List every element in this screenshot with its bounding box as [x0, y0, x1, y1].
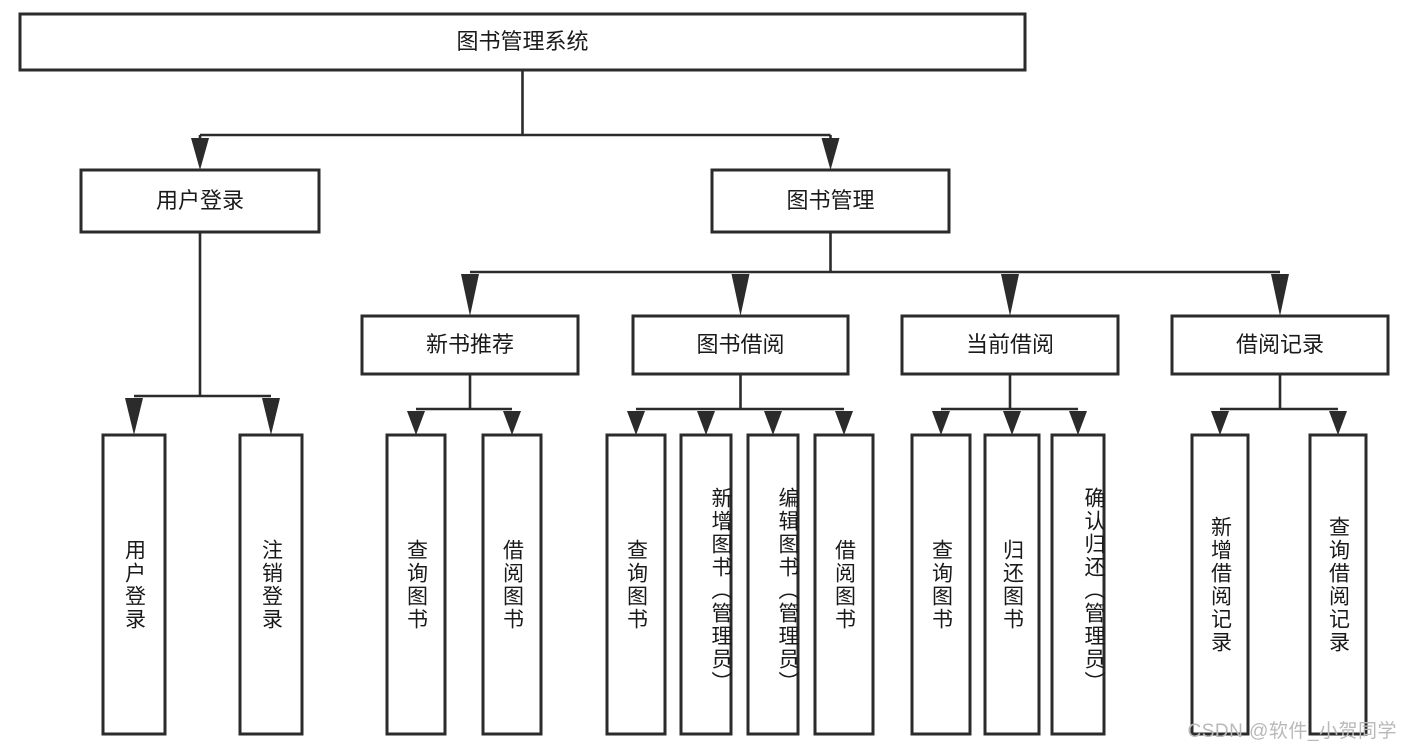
arrow-bm-to-current-borrow-icon — [1001, 274, 1019, 316]
arrow-bb-to-leaf-query-book-icon — [627, 411, 645, 435]
leaf-query-book-2-box[interactable] — [605, 433, 667, 736]
node-current-borrow-label: 当前借阅 — [966, 332, 1054, 357]
arrow-ul-to-leaf-logout-icon — [262, 398, 280, 435]
leaf-borrow-book-2-box[interactable] — [813, 433, 875, 736]
node-borrow-record-label: 借阅记录 — [1236, 332, 1324, 357]
leaf-add-book-box[interactable] — [679, 433, 733, 736]
leaf-confirm-return-box[interactable] — [1050, 433, 1106, 736]
leaf-query-book-3-box[interactable] — [910, 433, 972, 736]
leaf-edit-book-box[interactable] — [746, 433, 800, 736]
leaf-return-book-box[interactable] — [983, 433, 1041, 736]
arrow-nbr-to-leaf-query-book-icon — [407, 411, 425, 435]
arrow-bb-to-leaf-borrow-book-icon — [835, 411, 853, 435]
arrow-bb-to-leaf-edit-book-icon — [764, 411, 782, 435]
node-borrow-record[interactable]: 借阅记录 — [1170, 314, 1390, 376]
csdn-watermark: CSDN @软件_小贺同学 — [1187, 721, 1397, 742]
node-book-borrow[interactable]: 图书借阅 — [631, 314, 850, 376]
edges-layer — [125, 70, 1347, 435]
node-new-book-recommend-label: 新书推荐 — [426, 332, 514, 357]
node-root[interactable]: 图书管理系统 — [18, 12, 1027, 72]
arrow-cb-to-leaf-return-book-icon — [1003, 411, 1021, 435]
leaf-query-book-1-box[interactable] — [385, 433, 447, 736]
node-user-login-label: 用户登录 — [156, 188, 244, 213]
leaf-borrow-book-1-box[interactable] — [481, 433, 543, 736]
arrow-root-to-book-manage-icon — [821, 138, 840, 170]
node-root-box[interactable] — [18, 12, 1027, 72]
leaf-query-record-box[interactable] — [1308, 433, 1368, 736]
node-new-book-recommend-box[interactable] — [360, 314, 580, 376]
leaf-logout-box[interactable] — [238, 433, 304, 736]
node-current-borrow[interactable]: 当前借阅 — [900, 314, 1120, 376]
leaf-add-record-box[interactable] — [1190, 433, 1250, 736]
node-user-login-box[interactable] — [79, 168, 321, 234]
node-borrow-record-box[interactable] — [1170, 314, 1390, 376]
node-current-borrow-box[interactable] — [900, 314, 1120, 376]
node-book-manage-label: 图书管理 — [786, 188, 874, 213]
arrow-bm-to-borrow-record-icon — [1271, 274, 1289, 316]
node-book-manage[interactable]: 图书管理 — [710, 168, 951, 234]
leaf-boxes-layer — [101, 433, 1368, 736]
arrow-cb-to-leaf-query-book-icon — [932, 411, 950, 435]
node-user-login[interactable]: 用户登录 — [79, 168, 321, 234]
arrow-br-to-leaf-add-record-icon — [1211, 411, 1229, 435]
leaf-user-login-box[interactable] — [101, 433, 167, 736]
arrow-ul-to-leaf-user-login-icon — [125, 398, 143, 435]
node-root-label: 图书管理系统 — [456, 29, 588, 54]
arrow-root-to-user-login-icon — [191, 138, 209, 170]
arrow-cb-to-leaf-confirm-return-icon — [1069, 411, 1087, 435]
arrow-bb-to-leaf-add-book-icon — [697, 411, 715, 435]
arrow-br-to-leaf-query-record-icon — [1329, 411, 1347, 435]
arrow-bm-to-book-borrow-icon — [731, 274, 750, 316]
nodes-layer: 图书管理系统 用户登录 图书管理 新书推荐 图书借阅 当前 — [18, 12, 1390, 736]
node-new-book-recommend[interactable]: 新书推荐 — [360, 314, 580, 376]
arrow-bm-to-new-book-recommend-icon — [461, 274, 479, 316]
node-book-borrow-label: 图书借阅 — [696, 332, 784, 357]
node-book-borrow-box[interactable] — [631, 314, 850, 376]
arrow-nbr-to-leaf-borrow-book-icon — [503, 411, 521, 435]
node-book-manage-box[interactable] — [710, 168, 951, 234]
